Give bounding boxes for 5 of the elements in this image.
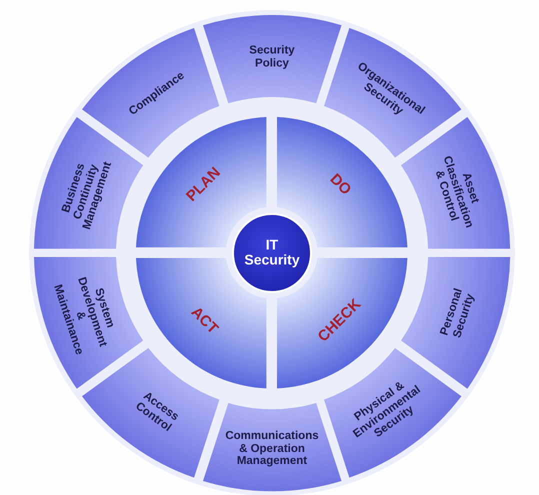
center-label: IT Security bbox=[243, 238, 301, 268]
domain-label: Communications & Operation Management bbox=[224, 430, 320, 468]
phase-label: ACT bbox=[187, 304, 221, 338]
domain-label: Security Policy bbox=[248, 44, 296, 70]
phase-label: DO bbox=[326, 171, 354, 199]
